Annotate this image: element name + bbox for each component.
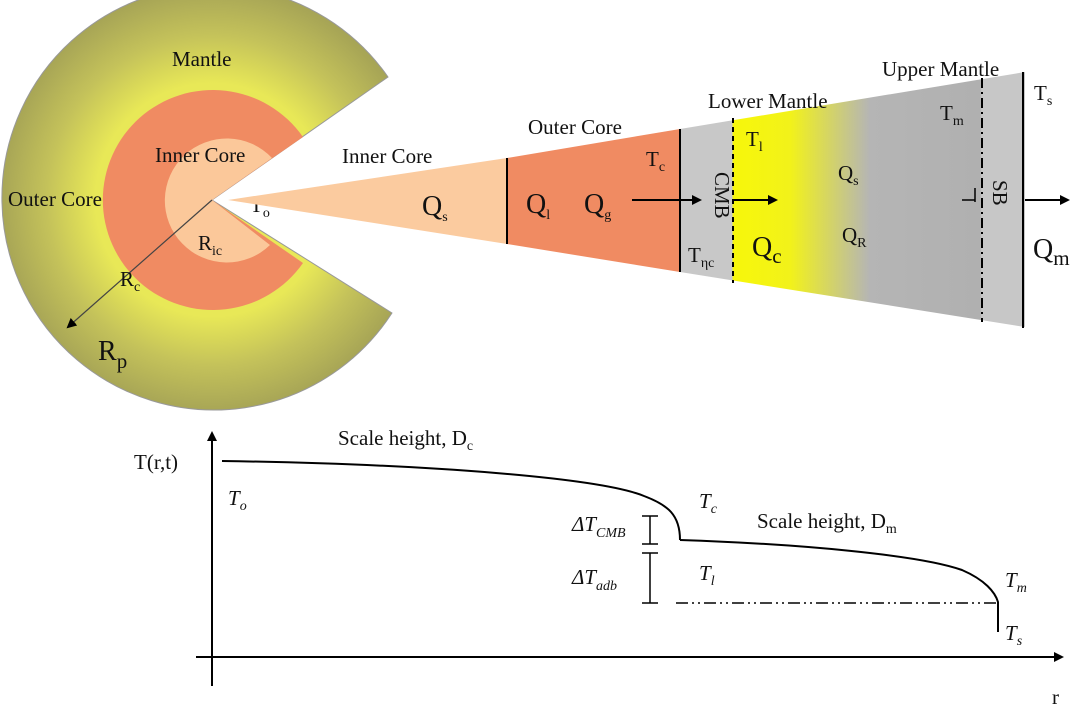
planet-radius-label: Rp <box>98 336 127 373</box>
mantle-secular-qs: Qs <box>838 161 859 189</box>
radiogenic-heat-qr: QR <box>842 223 867 251</box>
wedge-teta-label: Tηc <box>688 243 714 271</box>
radius-arrow-rp <box>66 199 213 329</box>
wedge-tc-label: Tc <box>646 147 665 175</box>
core-scale-height-label: Scale height, Dc <box>338 426 473 454</box>
wedge-mantle-band <box>680 72 1025 327</box>
wedge-outer-core-title: Outer Core <box>528 115 622 139</box>
temperature-profile: T(r,t) r Scale height, Dc Scale height, … <box>134 426 1064 709</box>
mantle-label: Mantle <box>172 47 231 71</box>
profile-tc-label: Tc <box>699 489 718 517</box>
inner-core-radius-label: Ric <box>198 231 222 259</box>
surface-heat-flow-qm: Qm <box>1033 234 1070 270</box>
wedge-outer-core <box>507 129 680 272</box>
x-axis-label: r <box>1052 685 1059 709</box>
wedge-inner-core <box>228 158 507 244</box>
wedge-ts-label: Ts <box>1034 81 1052 109</box>
planet-cross-section: Mantle Outer Core Inner Core To Ric Rc R… <box>1 0 393 411</box>
wedge-tm-label: Tm <box>940 101 964 129</box>
inner-core-heat-qs: Qs <box>422 191 448 225</box>
y-axis-label: T(r,t) <box>134 450 178 474</box>
planet-outer-core-label: Outer Core <box>8 187 102 211</box>
planet-inner-core-label: Inner Core <box>155 143 245 167</box>
wedge-upper-mantle-title: Upper Mantle <box>882 57 999 81</box>
latent-heat-ql: Ql <box>526 189 550 223</box>
wedge-tl-label: Tl <box>746 127 763 155</box>
sb-label: SB <box>988 180 1012 206</box>
profile-tl-label: Tl <box>699 561 715 589</box>
profile-tm-label: Tm <box>1005 568 1027 596</box>
core-radius-label: Rc <box>120 267 140 295</box>
dt-adb-label: ΔTadb <box>571 565 617 594</box>
mantle-scale-height-label: Scale height, Dm <box>757 509 897 537</box>
cmb-label: CMB <box>710 172 734 219</box>
inner-core-disc <box>164 138 272 263</box>
core-heat-flow-qc: Qc <box>752 232 782 268</box>
profile-to-label: To <box>228 486 247 514</box>
wedge-inner-core-title: Inner Core <box>342 144 432 168</box>
gravitational-energy-qg: Qg <box>584 189 611 223</box>
mantle-temperature-curve <box>679 539 999 632</box>
core-temperature-curve <box>221 460 681 541</box>
wedge-lower-mantle-title: Lower Mantle <box>708 89 828 113</box>
profile-ts-label: Ts <box>1005 621 1023 649</box>
dt-cmb-label: ΔTCMB <box>571 512 626 541</box>
radial-wedge: Inner Core Outer Core Lower Mantle Upper… <box>228 57 1070 328</box>
